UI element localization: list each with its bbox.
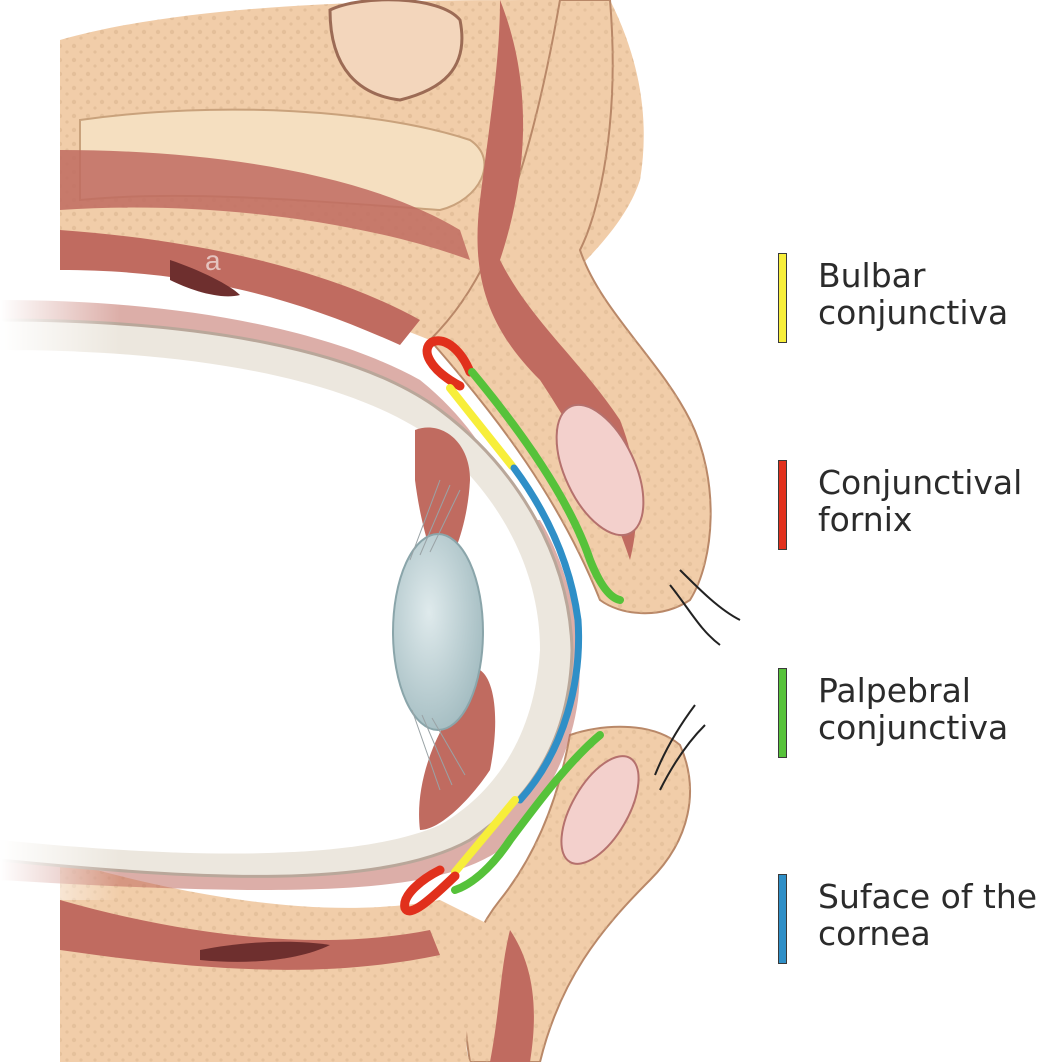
watermark: a <box>205 245 221 276</box>
zonular-fibers <box>409 479 466 791</box>
legend-swatch-bulbar <box>778 253 787 343</box>
legend-label-line2: conjunctiva <box>818 708 1009 747</box>
lower-orbit-tissue <box>60 860 500 1062</box>
legend-label-line1: Palpebral <box>818 671 971 710</box>
legend-swatch-palpebral <box>778 668 787 758</box>
upper-eyelid <box>428 0 712 615</box>
legend-label-line2: cornea <box>818 914 931 953</box>
legend-label-line1: Bulbar <box>818 256 926 295</box>
legend-item-cornea: Suface of the cornea <box>778 874 1037 964</box>
lens <box>392 533 484 731</box>
lower-fornix-line <box>400 865 460 916</box>
upper-bulbar-line <box>446 384 516 470</box>
legend-item-bulbar: Bulbar conjunctiva <box>778 253 1008 343</box>
legend-label-line2: fornix <box>818 500 913 539</box>
lower-bulbar-line <box>451 796 519 876</box>
legend-label-line2: conjunctiva <box>818 293 1009 332</box>
legend-item-palpebral: Palpebral conjunctiva <box>778 668 1008 758</box>
upper-palpebral-line <box>468 368 624 604</box>
upper-fornix-line <box>422 336 475 391</box>
legend-label-line1: Suface of the <box>818 877 1038 916</box>
lower-conjunctiva-lines <box>400 731 604 916</box>
legend-swatch-cornea <box>778 874 787 964</box>
upper-conjunctiva-lines <box>422 336 624 804</box>
lower-eyelid <box>463 725 691 1062</box>
eyelashes <box>654 569 741 791</box>
legend-swatch-fornix <box>778 460 787 550</box>
legend-label-line1: Conjunctival <box>818 463 1023 502</box>
upper-cornea-line <box>510 464 583 804</box>
legend-item-fornix: Conjunctival fornix <box>778 460 1022 550</box>
lower-palpebral-line <box>451 731 604 894</box>
